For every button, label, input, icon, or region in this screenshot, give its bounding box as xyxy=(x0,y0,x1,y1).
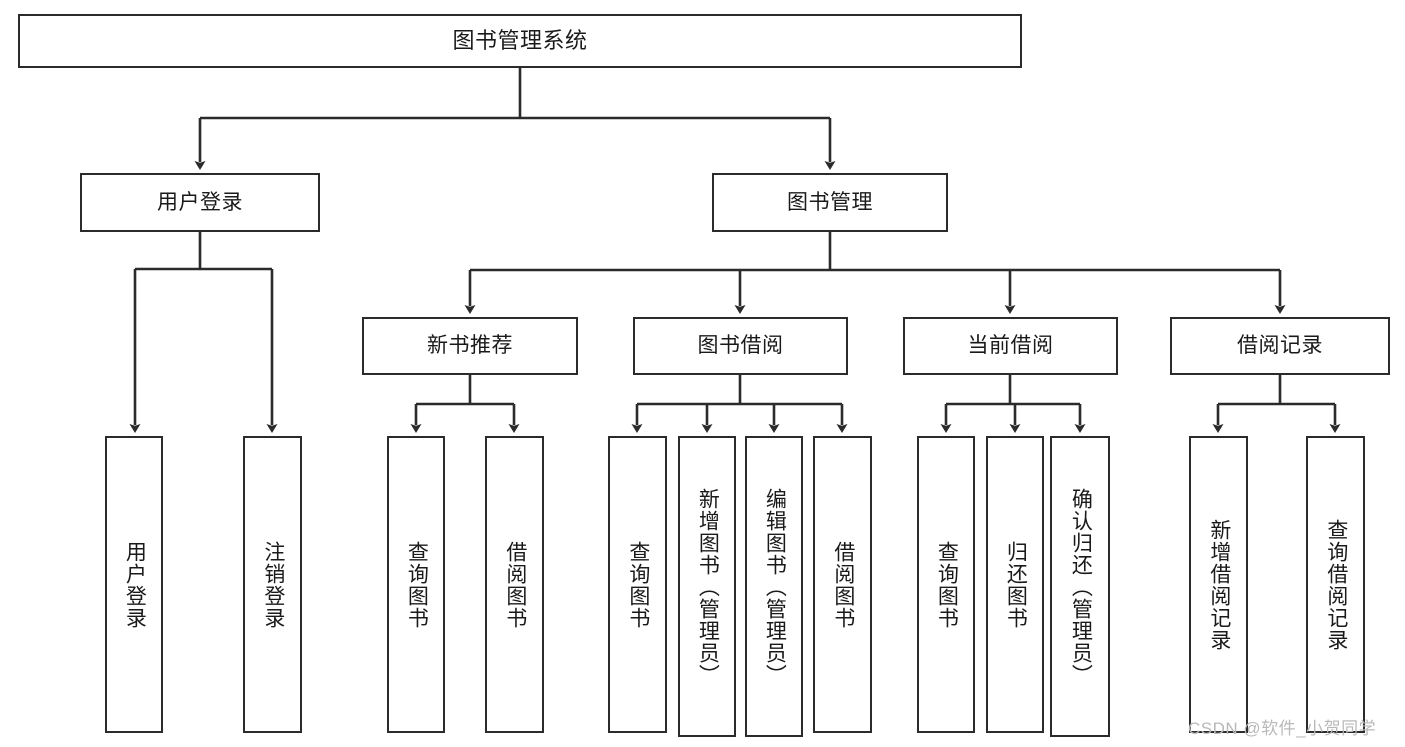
leaf-label: 查询图书 xyxy=(405,540,429,629)
leaf-logout[interactable]: 注销登录 xyxy=(243,436,302,733)
node-label: 用户登录 xyxy=(157,190,243,214)
node-new-book-recommend[interactable]: 新书推荐 xyxy=(362,317,578,375)
leaf-user-login[interactable]: 用户登录 xyxy=(105,436,163,733)
leaf-label: 归还图书 xyxy=(1004,540,1028,629)
leaf-label: 确认归还（管理员） xyxy=(1069,487,1093,686)
leaf-query-book-recommend[interactable]: 查询图书 xyxy=(387,436,445,733)
leaf-add-borrow-record[interactable]: 新增借阅记录 xyxy=(1189,436,1248,733)
leaf-add-book-admin[interactable]: 新增图书（管理员） xyxy=(678,436,736,737)
node-label: 新书推荐 xyxy=(427,334,513,358)
node-borrow-record[interactable]: 借阅记录 xyxy=(1170,317,1390,375)
leaf-label: 新增图书（管理员） xyxy=(696,487,720,686)
leaf-label: 查询图书 xyxy=(935,540,959,629)
node-book-management[interactable]: 图书管理 xyxy=(712,173,948,232)
leaf-return-book[interactable]: 归还图书 xyxy=(986,436,1044,733)
node-label: 借阅记录 xyxy=(1237,334,1323,358)
csdn-watermark: CSDN @软件_小贺同学 xyxy=(1188,719,1377,738)
leaf-label: 新增借阅记录 xyxy=(1207,518,1231,651)
leaf-label: 查询借阅记录 xyxy=(1324,518,1348,651)
node-label: 图书借阅 xyxy=(697,334,784,358)
node-user-login[interactable]: 用户登录 xyxy=(80,173,320,232)
leaf-query-book-borrow[interactable]: 查询图书 xyxy=(608,436,667,733)
leaf-borrow-book-recommend[interactable]: 借阅图书 xyxy=(485,436,544,733)
node-root[interactable]: 图书管理系统 xyxy=(18,14,1022,68)
leaf-query-borrow-record[interactable]: 查询借阅记录 xyxy=(1306,436,1365,733)
node-label: 图书管理 xyxy=(787,190,873,214)
node-book-borrow[interactable]: 图书借阅 xyxy=(633,317,848,375)
leaf-edit-book-admin[interactable]: 编辑图书（管理员） xyxy=(745,436,803,737)
leaf-confirm-return-admin[interactable]: 确认归还（管理员） xyxy=(1050,436,1110,737)
leaf-label: 借阅图书 xyxy=(503,540,527,629)
leaf-label: 查询图书 xyxy=(626,540,650,629)
node-root-label: 图书管理系统 xyxy=(452,27,588,53)
leaf-label: 借阅图书 xyxy=(831,540,855,629)
node-current-borrow[interactable]: 当前借阅 xyxy=(903,317,1118,375)
leaf-label: 注销登录 xyxy=(261,540,285,629)
leaf-label: 用户登录 xyxy=(123,540,147,629)
leaf-borrow-book[interactable]: 借阅图书 xyxy=(813,436,872,733)
leaf-query-book-current[interactable]: 查询图书 xyxy=(917,436,975,733)
leaf-label: 编辑图书（管理员） xyxy=(763,487,787,686)
node-label: 当前借阅 xyxy=(967,334,1054,358)
